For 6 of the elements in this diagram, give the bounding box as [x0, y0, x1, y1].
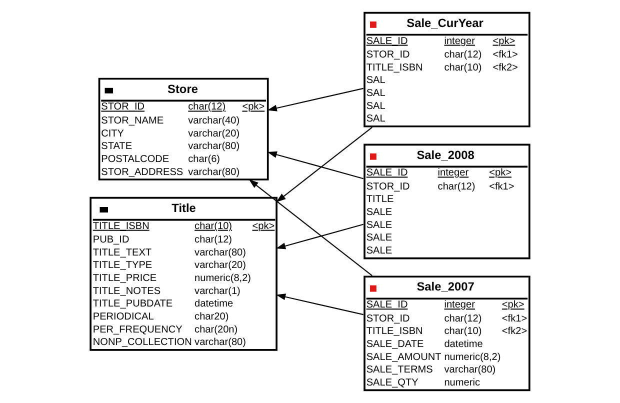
arrow [276, 126, 372, 202]
arrow [267, 151, 364, 180]
arrow [276, 294, 364, 316]
arrow [276, 224, 364, 250]
arrow [267, 88, 364, 112]
arrow [248, 179, 372, 276]
